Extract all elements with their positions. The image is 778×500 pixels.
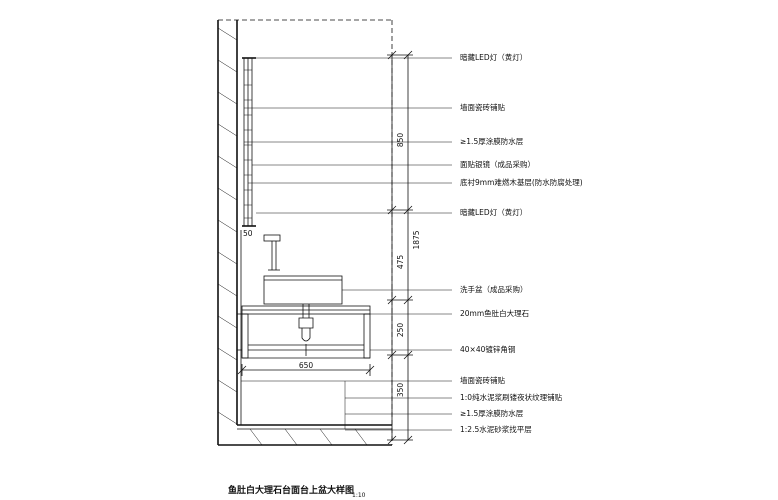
label-wall-tile-upper: 墙面瓷砖铺贴 xyxy=(460,102,505,112)
label-cement-paste: 1:0纯水泥浆刷镂夜状纹理铺贴 xyxy=(460,392,563,402)
label-wood-base: 底衬9mm难燃木基层(防水防腐处理) xyxy=(460,177,583,187)
dim-850: 850 xyxy=(396,133,405,148)
label-silver-mirror: 面贴银镜（成品采购） xyxy=(460,159,535,169)
dim-350: 350 xyxy=(396,383,405,398)
drain-trap xyxy=(298,304,314,356)
label-wall-tile-lower: 墙面瓷砖铺贴 xyxy=(460,375,505,385)
label-waterproof-upper: ≥1.5厚涂膜防水层 xyxy=(460,136,524,146)
label-angle-steel: 40×40镀锌角钢 xyxy=(460,344,515,354)
annotation-labels: 暗藏LED灯（黄灯） 墙面瓷砖铺贴 ≥1.5厚涂膜防水层 面贴银镜（成品采购） … xyxy=(460,52,583,434)
label-wash-basin: 洗手盆（成品采购） xyxy=(460,284,528,294)
dim-250: 250 xyxy=(396,323,405,338)
label-led-lower: 暗藏LED灯（黄灯） xyxy=(460,207,527,217)
label-marble: 20mm鱼肚白大理石 xyxy=(460,308,530,318)
leader-lines xyxy=(241,57,452,431)
label-waterproof-lower: ≥1.5厚涂膜防水层 xyxy=(460,408,524,418)
label-screed: 1:2.5水泥砂浆找平层 xyxy=(460,424,532,434)
dim-650: 650 xyxy=(299,361,314,370)
dim-1875: 1875 xyxy=(412,230,421,249)
dimension-lines xyxy=(237,50,413,445)
drawing-title: 鱼肚白大理石台面台上盆大样图 xyxy=(228,484,354,496)
wall-section xyxy=(217,20,242,445)
countertop-frame xyxy=(237,305,371,359)
floor-section xyxy=(218,424,392,446)
dim-50: 50 xyxy=(243,229,253,238)
drawing-scale: 1:10 xyxy=(352,492,366,499)
faucet xyxy=(263,234,281,271)
label-led-upper: 暗藏LED灯（黄灯） xyxy=(460,52,527,62)
dim-475: 475 xyxy=(396,255,405,270)
wash-basin xyxy=(263,275,343,305)
